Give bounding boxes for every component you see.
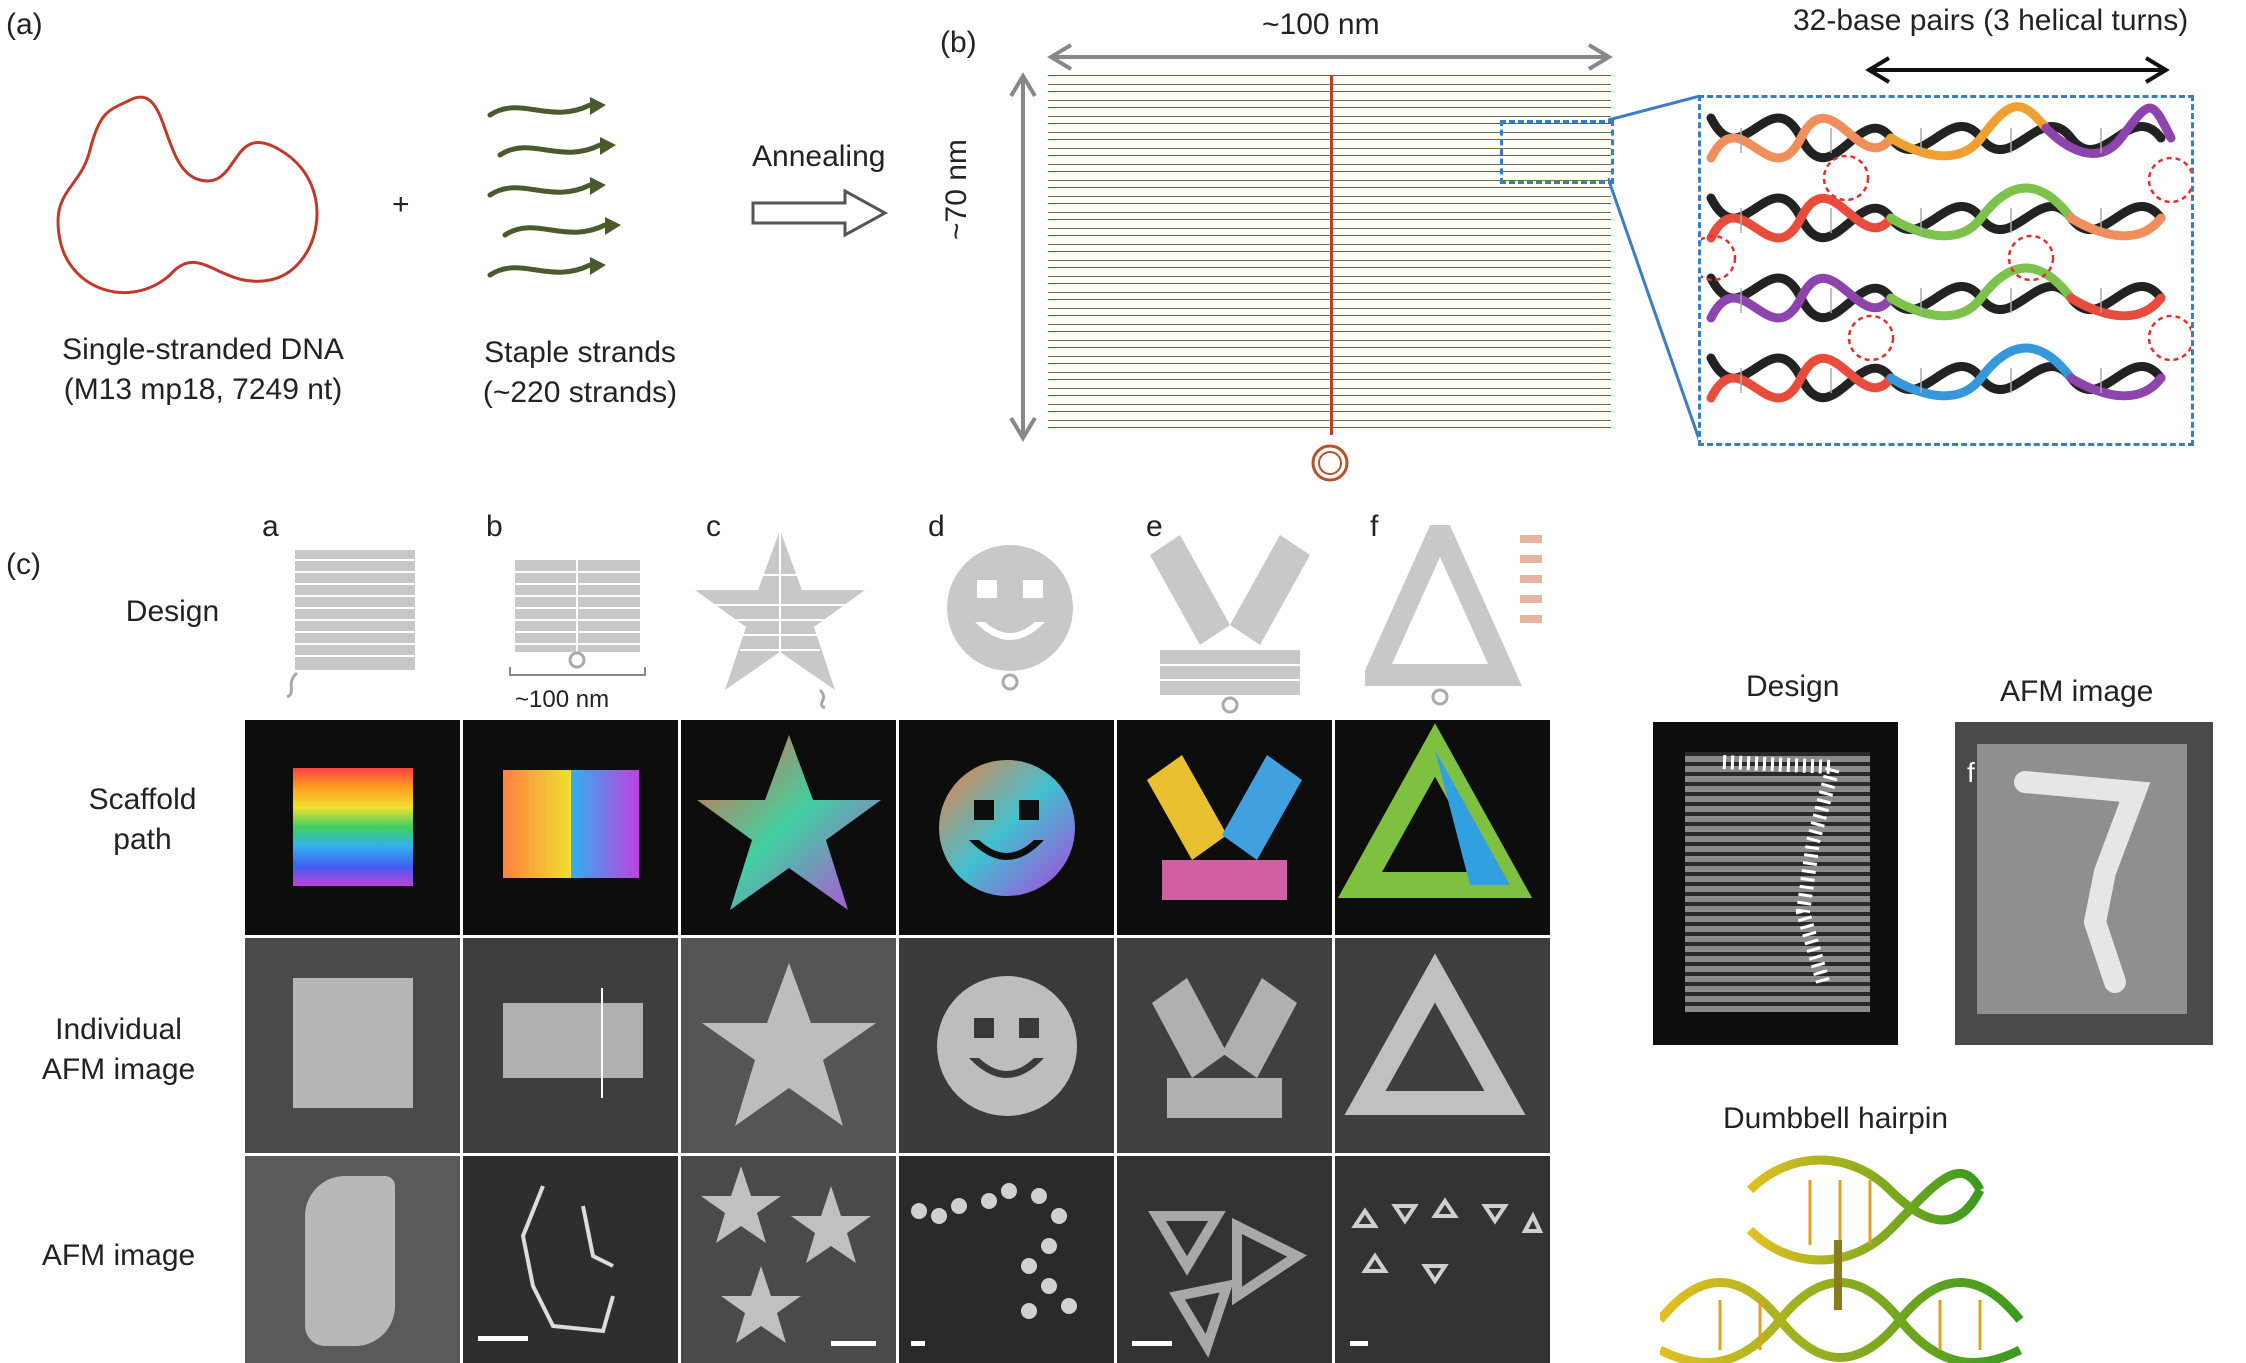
right-design-image <box>1653 722 1898 1045</box>
design-shape-d <box>947 545 1073 691</box>
row-label-individual-2: AFM image <box>41 1053 196 1086</box>
scaffold-tile-c <box>681 720 896 935</box>
individual-afm-d <box>899 938 1114 1153</box>
afm-image-f <box>1335 1156 1550 1363</box>
scaffold-tile-e <box>1117 720 1332 935</box>
afm-image-a <box>245 1156 460 1363</box>
scale-label-b: ~100 nm <box>515 686 610 713</box>
height-dimension-arrow <box>1009 72 1037 442</box>
column-label-e: e <box>1146 510 1163 543</box>
rainbow-rect <box>503 770 639 878</box>
height-label: ~70 nm <box>940 139 973 240</box>
scaffold-loop-icon <box>1311 444 1349 482</box>
scaffold-tile-f <box>1335 720 1550 935</box>
column-label-b: b <box>486 510 503 543</box>
scaffold-tile-a <box>245 720 460 935</box>
scaffold-tile-b <box>463 720 678 935</box>
annealing-label: Annealing <box>752 140 886 173</box>
origami-rectangle <box>1048 75 1611 435</box>
panel-c-label: (c) <box>6 548 41 581</box>
ssdna-caption-2: (M13 mp18, 7249 nt) <box>63 373 343 406</box>
ssdna-caption-1: Single-stranded DNA <box>62 333 344 366</box>
row-label-scaffold-1: Scaffold <box>88 783 197 816</box>
column-label-f: f <box>1370 510 1379 543</box>
individual-afm-b <box>463 938 678 1153</box>
row-label-afm: AFM image <box>41 1239 196 1272</box>
width-label: ~100 nm <box>1262 8 1380 41</box>
afm-image-c <box>681 1156 896 1363</box>
zoom-selection-box <box>1500 120 1614 184</box>
row-label-design: Design <box>125 595 220 628</box>
dumbbell-hairpin-icon <box>1660 1155 2024 1363</box>
afm-image-d <box>899 1156 1114 1363</box>
individual-afm-c <box>681 938 896 1153</box>
staple-caption-2: (~220 strands) <box>482 376 678 409</box>
afm-image-e <box>1117 1156 1332 1363</box>
origami-seam <box>1330 75 1333 435</box>
column-label-a: a <box>262 510 279 543</box>
scaffold-tile-d <box>899 720 1114 935</box>
design-shape-f <box>1365 525 1542 706</box>
zoom-connector-lines <box>1608 94 1702 443</box>
annealing-arrow-icon <box>751 188 889 238</box>
zoom-span-arrow <box>1865 56 2170 84</box>
helix-zoom-box <box>1698 95 2194 446</box>
design-shape-b <box>509 560 646 676</box>
individual-afm-f <box>1335 938 1550 1153</box>
right-afm-title: AFM image <box>2000 675 2154 708</box>
right-afm-image: f <box>1955 722 2213 1045</box>
right-afm-letter: f <box>1967 757 1975 788</box>
afm-image-b <box>463 1156 678 1363</box>
rainbow-square <box>293 768 413 886</box>
staple-caption-1: Staple strands <box>484 336 676 369</box>
design-shape-a <box>286 550 415 699</box>
panel-b-label: (b) <box>940 26 977 59</box>
design-shape-c <box>695 530 865 710</box>
column-label-c: c <box>706 510 721 543</box>
individual-afm-e <box>1117 938 1332 1153</box>
right-design-title: Design <box>1746 670 1840 703</box>
plus-sign: + <box>392 188 410 221</box>
width-dimension-arrow <box>1047 43 1613 71</box>
design-shape-e <box>1150 535 1310 714</box>
row-label-scaffold-2: path <box>113 823 172 856</box>
column-label-d: d <box>928 510 945 543</box>
individual-afm-a <box>245 938 460 1153</box>
ssdna-loop-icon <box>56 95 319 294</box>
staple-strands-icon <box>487 97 621 278</box>
row-label-individual-1: Individual <box>55 1013 182 1046</box>
panel-a-label: (a) <box>6 8 43 41</box>
zoom-label: 32-base pairs (3 helical turns) <box>1793 4 2189 37</box>
hairpin-title: Dumbbell hairpin <box>1723 1102 1949 1135</box>
